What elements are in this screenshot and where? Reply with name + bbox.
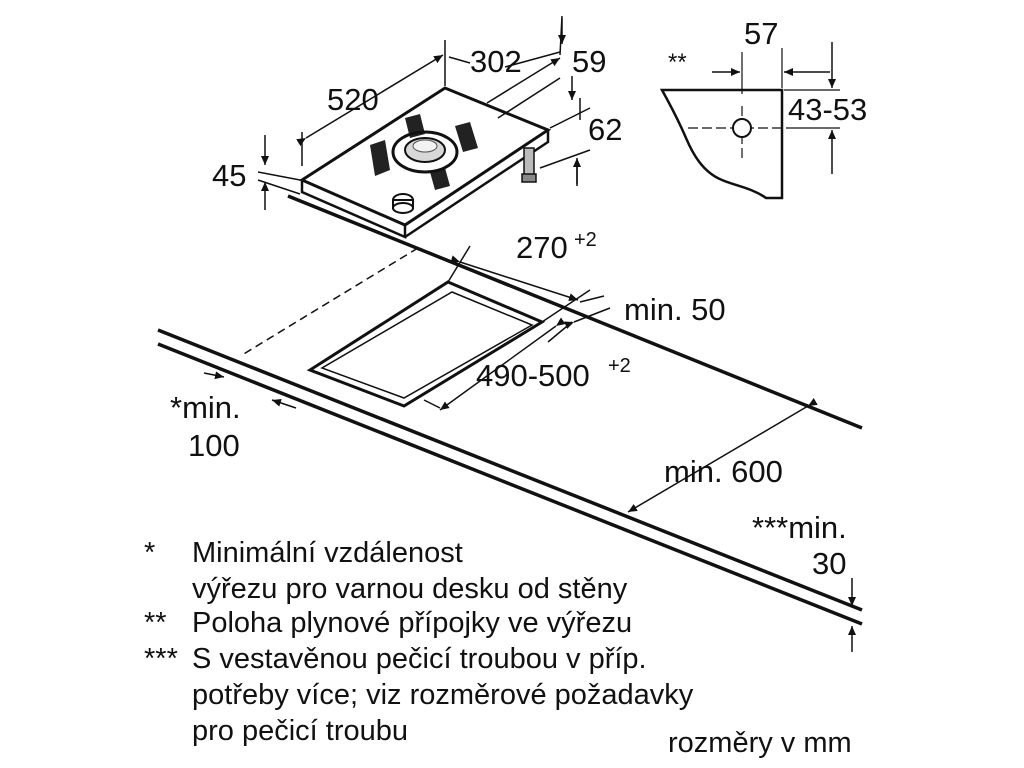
label-43-53: 43-53 (788, 92, 867, 127)
control-knob-icon (392, 193, 414, 214)
label-57: 57 (744, 16, 778, 51)
label-59: 59 (572, 44, 606, 79)
burner-icon (404, 137, 446, 163)
legend-line-3-2: potřeby více; viz rozměrové požadavky (192, 679, 694, 711)
gas-connection-detail (659, 42, 840, 200)
cutout-dimension-lines (203, 245, 856, 652)
label-min-30-b: 30 (812, 546, 846, 581)
legend-line-3-1: S vestavěnou pečicí troubou v příp. (192, 643, 647, 675)
legend-line-1-2: výřezu pro varnou desku od stěny (192, 573, 628, 605)
label-min-30-a: ***min. (752, 510, 847, 545)
label-min-100-a: *min. (170, 390, 241, 425)
legend-line-1-1: Minimální vzdálenost (192, 537, 463, 569)
legend-line-3-3: pro pečicí troubu (192, 715, 408, 747)
label-270: 270 (516, 230, 568, 265)
units-note: rozměry v mm (668, 727, 852, 759)
label-270-tolerance: +2 (574, 229, 597, 251)
label-45: 45 (212, 158, 246, 193)
legend: * Minimální vzdálenost výřezu pro varnou… (144, 537, 694, 747)
label-min-600: min. 600 (664, 454, 783, 489)
legend-line-2-1: Poloha plynové přípojky ve výřezu (192, 607, 632, 639)
label-min-100-b: 100 (188, 428, 240, 463)
label-min-50: min. 50 (624, 292, 726, 327)
gas-connector-icon (521, 147, 537, 183)
label-double-star: ** (668, 49, 687, 76)
label-490-500-tolerance: +2 (608, 355, 631, 377)
legend-mark-2: ** (144, 607, 167, 639)
worktop-cutout (306, 280, 546, 408)
label-520: 520 (327, 82, 379, 117)
worktop (157, 194, 863, 626)
legend-mark-3: *** (144, 643, 178, 675)
label-302: 302 (470, 44, 522, 79)
cooktop-dimension-lines (257, 15, 591, 210)
label-490-500: 490-500 (476, 358, 590, 393)
legend-mark-1: * (144, 537, 155, 569)
label-62: 62 (588, 112, 622, 147)
